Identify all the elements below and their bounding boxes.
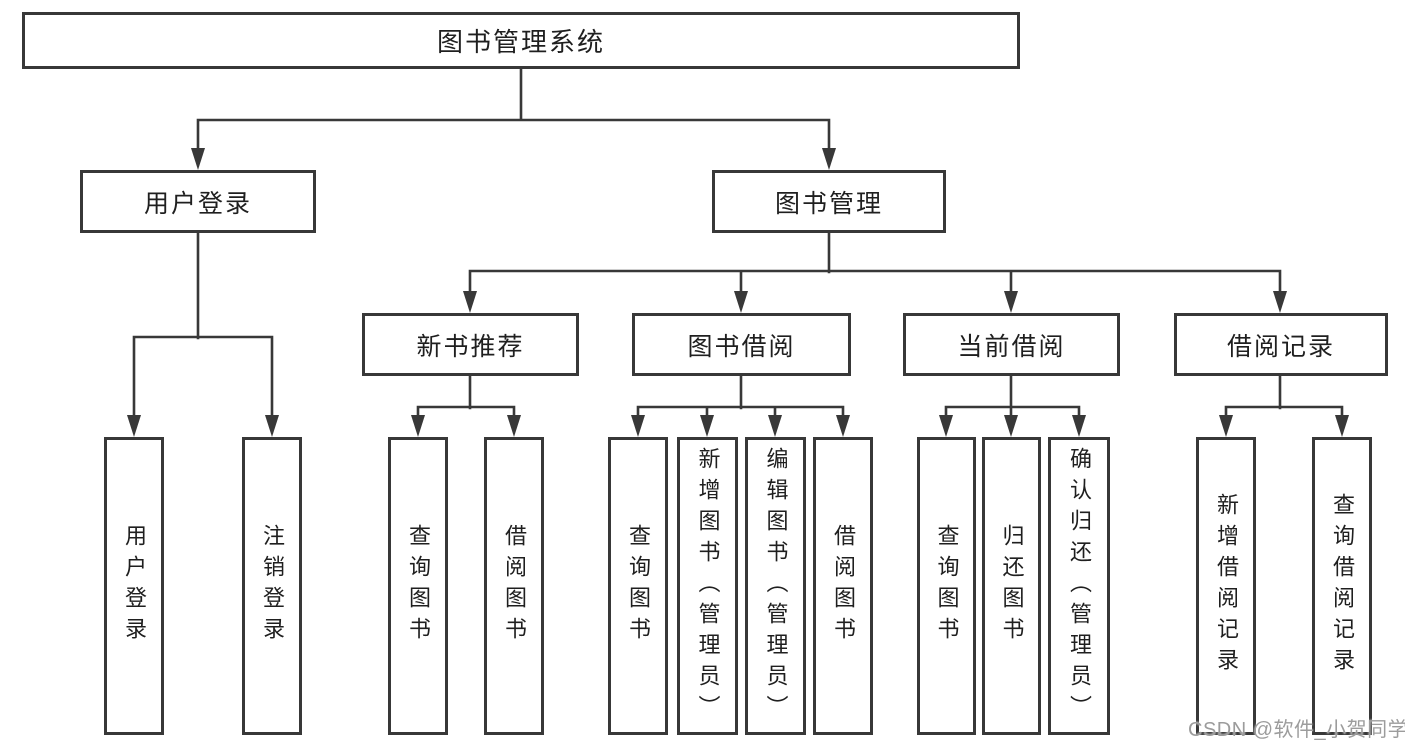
leaf-add-borrow-record: 新增借阅记录	[1196, 437, 1256, 735]
leaf-add-borrow-record-label: 新增借阅记录	[1214, 493, 1239, 679]
node-user-login-group: 用户登录	[80, 170, 316, 233]
leaf-borrow-books-recommend-label: 借阅图书	[502, 524, 527, 648]
leaf-borrow-books: 借阅图书	[813, 437, 873, 735]
node-book-borrowing: 图书借阅	[632, 313, 851, 376]
leaf-borrow-books-label: 借阅图书	[831, 524, 856, 648]
leaf-query-books-current-label: 查询图书	[934, 524, 960, 648]
node-current-borrowing: 当前借阅	[903, 313, 1120, 376]
leaf-edit-books-admin: 编辑图书（管理员）	[745, 437, 806, 735]
node-new-book-recommend: 新书推荐	[362, 313, 579, 376]
leaf-user-login-label: 用户登录	[122, 524, 147, 648]
leaf-confirm-return-admin-label: 确认归还（管理员）	[1067, 446, 1092, 726]
leaf-user-login: 用户登录	[104, 437, 164, 735]
node-borrow-records: 借阅记录	[1174, 313, 1388, 376]
leaf-query-books-current: 查询图书	[917, 437, 976, 735]
leaf-logout: 注销登录	[242, 437, 302, 735]
leaf-query-books-borrowing: 查询图书	[608, 437, 668, 735]
leaf-query-books-recommend: 查询图书	[388, 437, 448, 735]
leaf-query-borrow-record-label: 查询借阅记录	[1330, 493, 1355, 679]
leaf-query-books-borrowing-label: 查询图书	[626, 524, 651, 648]
leaf-query-borrow-record: 查询借阅记录	[1312, 437, 1372, 735]
leaf-add-books-admin-label: 新增图书（管理员）	[695, 446, 721, 726]
leaf-borrow-books-recommend: 借阅图书	[484, 437, 544, 735]
leaf-logout-label: 注销登录	[260, 524, 285, 648]
leaf-confirm-return-admin: 确认归还（管理员）	[1048, 437, 1110, 735]
node-book-management: 图书管理	[712, 170, 946, 233]
leaf-return-books: 归还图书	[982, 437, 1041, 735]
leaf-return-books-label: 归还图书	[999, 524, 1025, 648]
leaf-add-books-admin: 新增图书（管理员）	[677, 437, 738, 735]
leaf-query-books-recommend-label: 查询图书	[406, 524, 431, 648]
leaf-edit-books-admin-label: 编辑图书（管理员）	[763, 446, 789, 726]
node-library-management-system: 图书管理系统	[22, 12, 1020, 69]
csdn-watermark: CSDN @软件_小贺同学	[1188, 719, 1405, 741]
